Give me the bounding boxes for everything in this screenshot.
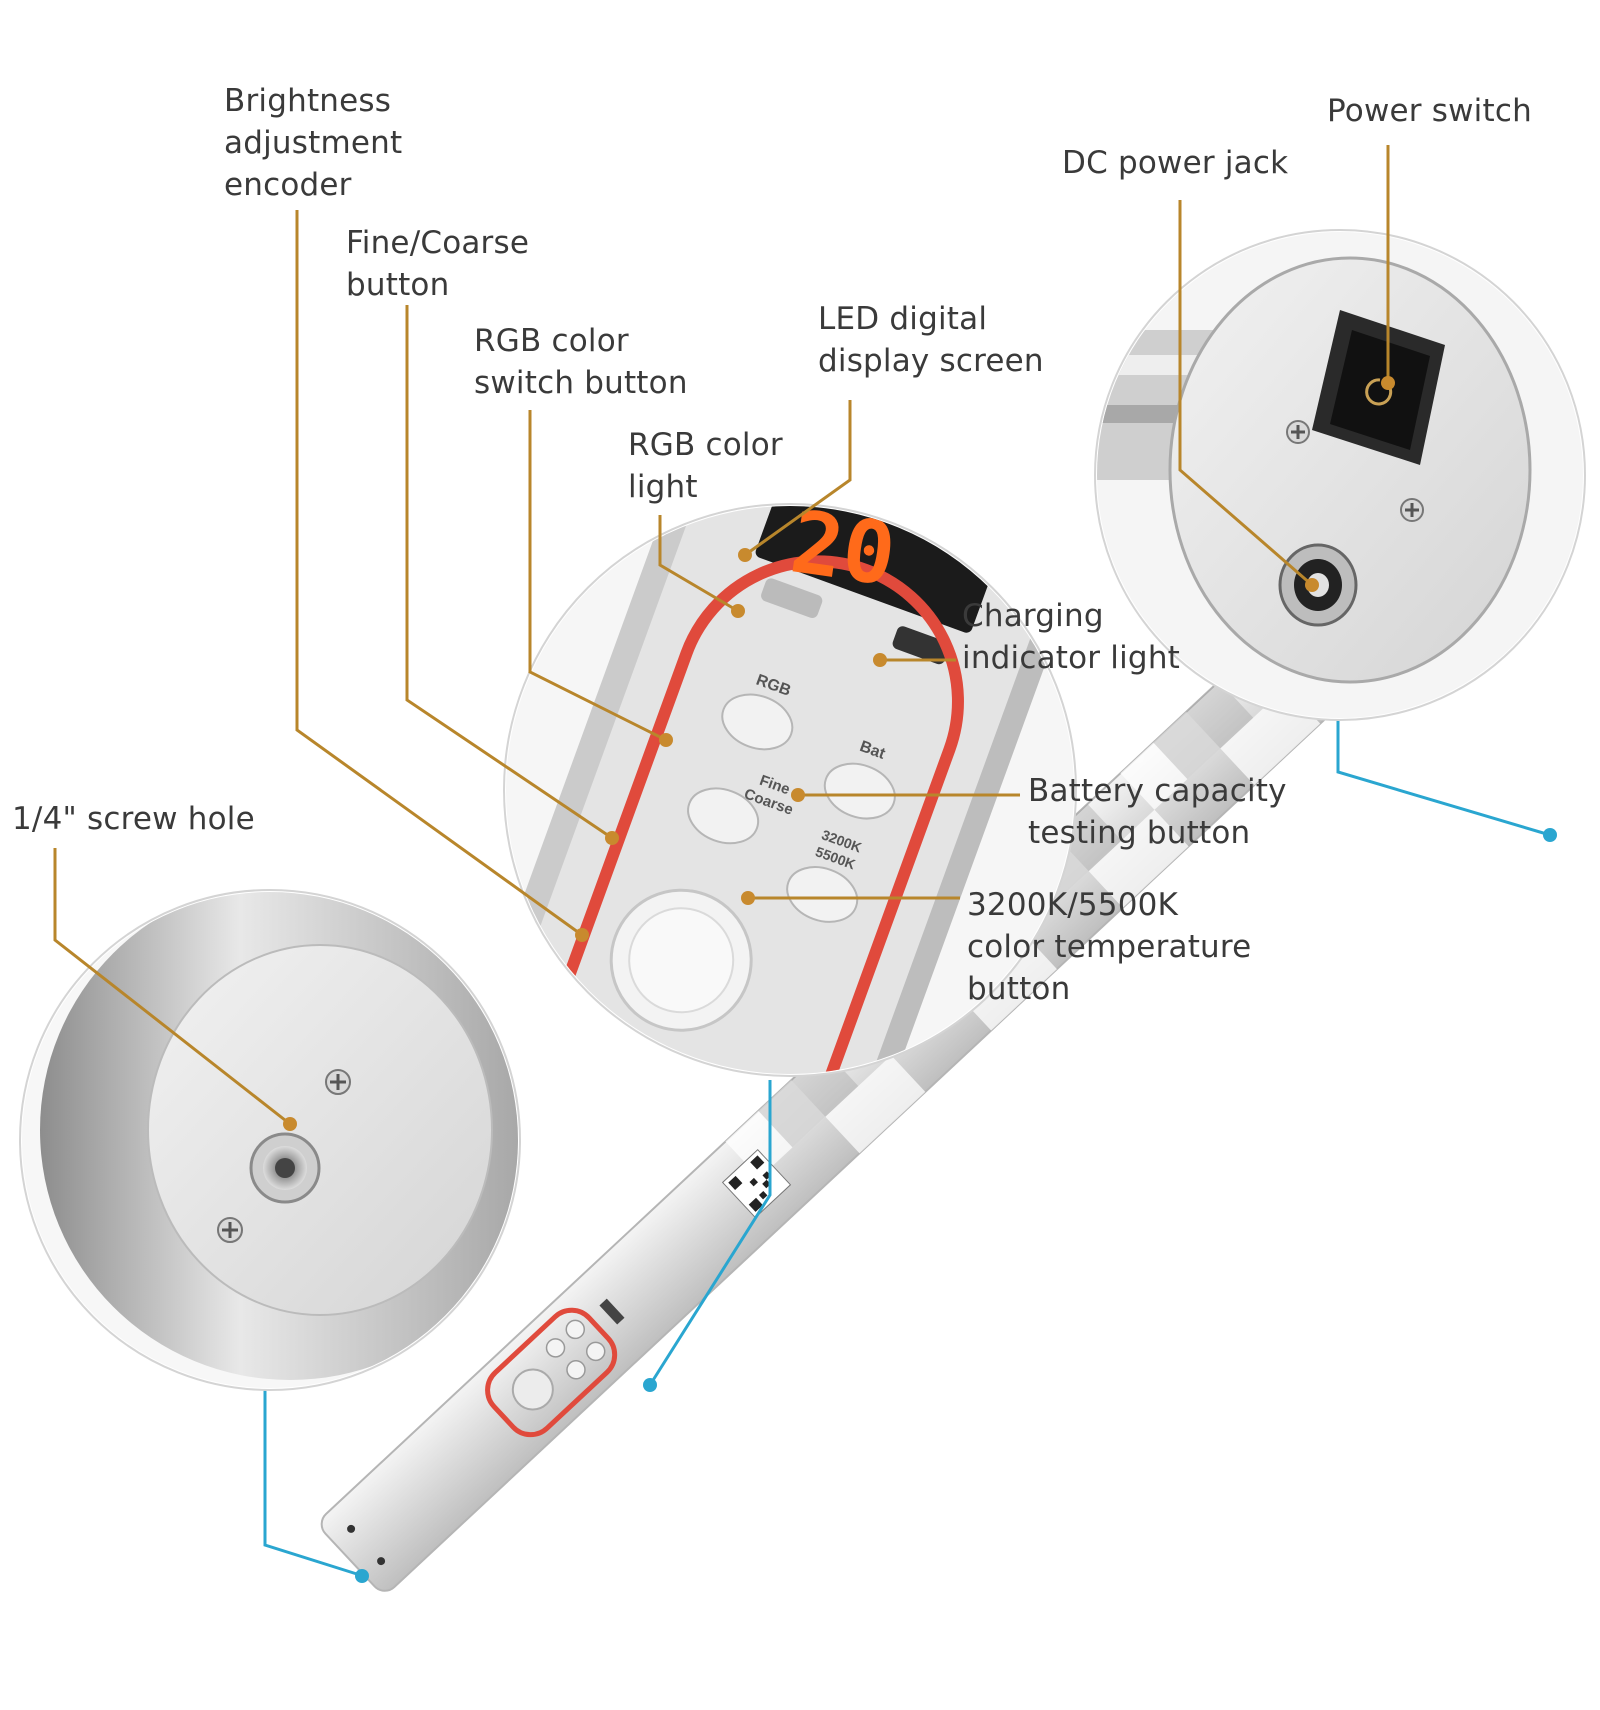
screw-icon <box>217 1069 351 1243</box>
leader-dots <box>283 376 1395 1131</box>
label-battery-testing-button: Battery capacity testing button <box>1028 773 1287 851</box>
screw-hole-zoom <box>19 889 521 1391</box>
label-charging-indicator: Charging indicator light <box>962 598 1181 676</box>
label-power-switch: Power switch <box>1327 93 1532 129</box>
label-fine-coarse-button: Fine/Coarse button <box>346 225 530 303</box>
label-dc-power-jack: DC power jack <box>1062 145 1289 181</box>
label-screw-hole: 1/4" screw hole <box>12 801 255 837</box>
label-rgb-color-light: RGB color light <box>628 427 783 505</box>
label-color-temp-button: 3200K/5500K color temperature button <box>967 887 1252 1007</box>
led-display-value: 20 <box>785 492 901 605</box>
power-end-zoom <box>1094 229 1586 721</box>
label-led-display: LED digital display screen <box>818 301 1044 379</box>
link-lines <box>263 718 1551 1577</box>
leader-lines <box>53 145 1390 1126</box>
screw-icon <box>1286 420 1424 522</box>
label-brightness-encoder: Brightness adjustment encoder <box>224 83 403 203</box>
link-dots <box>355 828 1557 1583</box>
rocker-switch-icon <box>1312 310 1445 465</box>
tripod-thread-icon <box>249 1132 321 1204</box>
label-rgb-switch-button: RGB color switch button <box>474 323 688 401</box>
